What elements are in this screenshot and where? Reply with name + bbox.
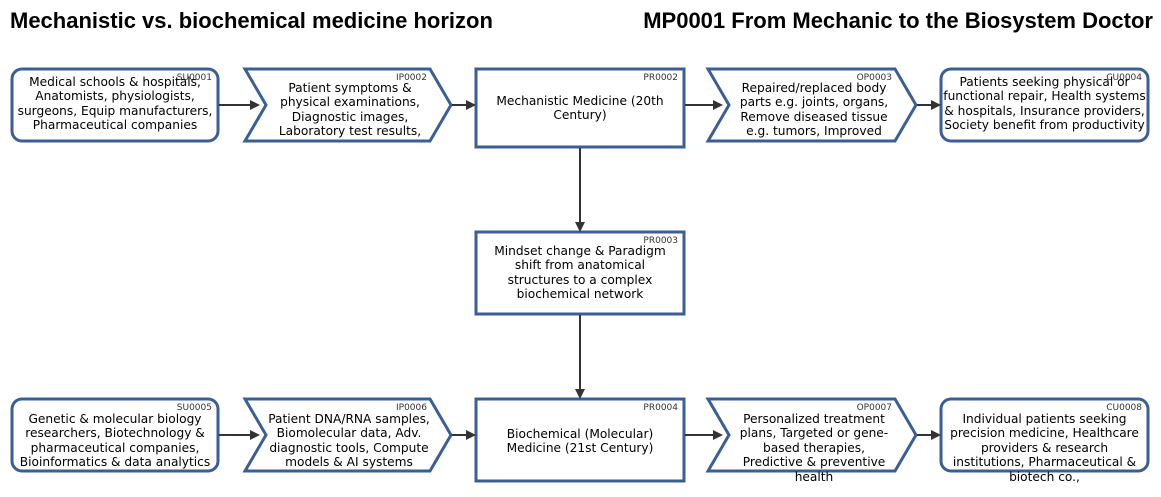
node-code-cu0008: CU0008 [1106,403,1142,413]
node-text-op0003: Repaired/replaced body parts e.g. joints… [739,81,889,139]
output-chevron-op0003 [705,67,918,143]
node-text-cu0004: Patients seeking physical or functional … [943,75,1146,133]
node-text-op0007: Personalized treatment plans, Targeted o… [739,412,889,484]
supplier-box-su0001 [10,67,220,143]
node-text-ip0006: Patient DNA/RNA samples, Biomolecular da… [268,412,430,470]
node-text-ip0002: Patient symptoms & physical examinations… [278,81,422,139]
node-pr0004: PR0004 Biochemical (Molecular) Medicine … [476,399,684,481]
supplier-box-su0005 [10,397,220,473]
process-box-pr0002 [474,67,686,149]
node-code-ip0002: IP0002 [396,73,427,83]
node-op0003: OP0003 Repaired/replaced body parts e.g.… [708,69,916,141]
customer-box-cu0008 [939,397,1150,473]
node-pr0003: PR0003 Mindset change & Paradigm shift f… [476,232,684,314]
customer-box-cu0004 [939,67,1150,143]
node-code-ip0006: IP0006 [396,403,427,413]
node-code-su0001: SU0001 [176,73,212,83]
node-code-op0007: OP0007 [856,403,892,413]
node-text-pr0003: Mindset change & Paradigm shift from ana… [494,244,666,302]
node-su0005: SU0005 Genetic & molecular biology resea… [12,399,218,471]
node-op0007: OP0007 Personalized treatment plans, Tar… [708,399,916,484]
node-code-pr0003: PR0003 [643,236,678,246]
node-pr0002: PR0002 Mechanistic Medicine (20th Centur… [476,69,684,147]
node-text-su0001: Medical schools & hospitals, Anatomists,… [17,75,213,133]
node-text-cu0008: Individual patients seeking precision me… [950,412,1139,484]
node-text-pr0004: Biochemical (Molecular) Medicine (21st C… [506,427,654,456]
input-chevron-ip0006 [242,397,453,473]
node-text-pr0002: Mechanistic Medicine (20th Century) [496,94,664,123]
diagram-title-left: Mechanistic vs. biochemical medicine hor… [10,8,493,33]
node-cu0008: CU0008 Individual patients seeking preci… [941,399,1148,484]
process-box-pr0004 [474,397,686,483]
node-code-cu0004: CU0004 [1106,73,1142,83]
node-code-pr0004: PR0004 [643,403,678,413]
output-chevron-op0007 [705,397,918,473]
node-code-pr0002: PR0002 [643,73,678,83]
process-box-pr0003 [474,230,686,316]
node-code-su0005: SU0005 [176,403,212,413]
node-ip0002: IP0002 Patient symptoms & physical exami… [245,69,451,141]
diagram-title-right: MP0001 From Mechanic to the Biosystem Do… [643,8,1153,33]
node-ip0006: IP0006 Patient DNA/RNA samples, Biomolec… [245,399,451,471]
node-code-op0003: OP0003 [856,73,892,83]
node-cu0004: CU0004 Patients seeking physical or func… [941,69,1148,141]
input-chevron-ip0002 [242,67,453,143]
node-text-su0005: Genetic & molecular biology researchers,… [19,412,211,470]
node-su0001: SU0001 Medical schools & hospitals, Anat… [12,69,218,141]
